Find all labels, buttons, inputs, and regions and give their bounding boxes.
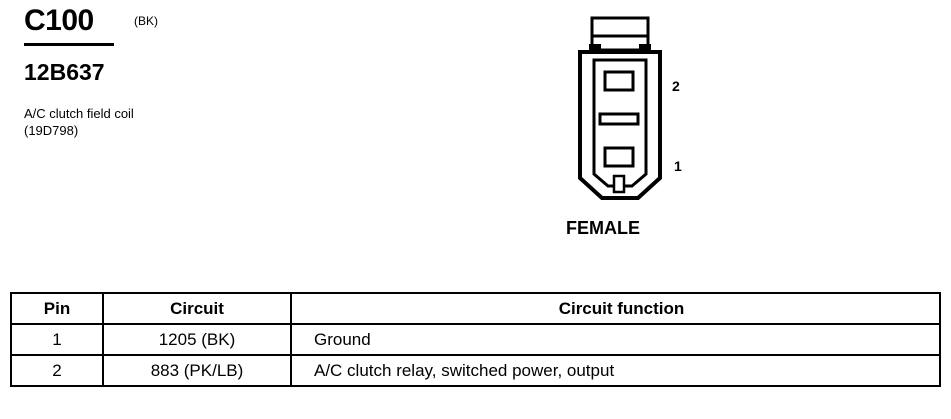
- cavity-label-1: 1: [674, 158, 682, 174]
- center-key: [598, 112, 640, 126]
- connector-id: C100: [24, 4, 94, 37]
- header-circuit-function: Circuit function: [290, 292, 941, 325]
- connector-face-diagram: [578, 16, 662, 200]
- header-circuit: Circuit: [102, 292, 292, 325]
- connector-id-underline: [24, 43, 114, 46]
- polarization-key: [612, 174, 626, 194]
- connector-latch: [590, 16, 650, 38]
- table-header-row: Pin Circuit Circuit function: [10, 292, 941, 325]
- table-row: 2 883 (PK/LB) A/C clutch relay, switched…: [10, 354, 941, 387]
- cavity-2: [603, 70, 635, 92]
- connector-gender: FEMALE: [566, 218, 640, 238]
- cell-function: A/C clutch relay, switched power, output: [290, 354, 941, 387]
- component-code: (19D798): [24, 123, 79, 138]
- connector-color-code: (BK): [134, 14, 158, 28]
- cell-circuit: 1205 (BK): [102, 323, 292, 356]
- component-description: A/C clutch field coil: [24, 106, 134, 121]
- pinout-table: Pin Circuit Circuit function 1 1205 (BK)…: [10, 292, 941, 387]
- latch-tab-right: [639, 44, 651, 54]
- cavity-label-2: 2: [672, 78, 680, 94]
- header-pin: Pin: [10, 292, 104, 325]
- cavity-1: [603, 146, 635, 168]
- cell-pin: 2: [10, 354, 104, 387]
- latch-tab-left: [589, 44, 601, 54]
- cell-pin: 1: [10, 323, 104, 356]
- part-number: 12B637: [24, 59, 105, 85]
- table-row: 1 1205 (BK) Ground: [10, 323, 941, 356]
- cell-function: Ground: [290, 323, 941, 356]
- cell-circuit: 883 (PK/LB): [102, 354, 292, 387]
